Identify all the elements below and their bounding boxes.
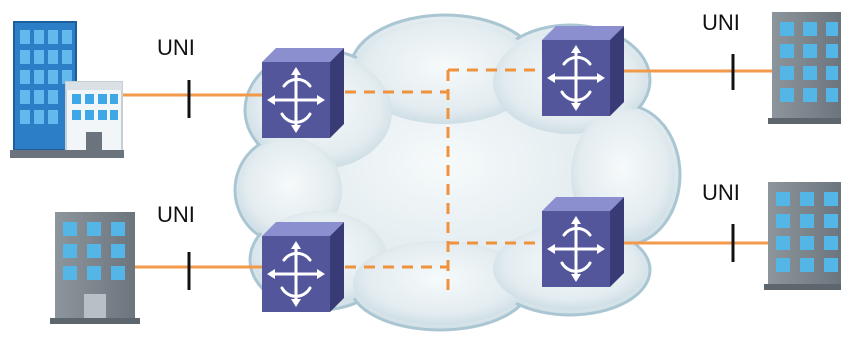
layer3-switch-icon (262, 222, 344, 312)
layer3-switch-icon (262, 48, 344, 138)
office-building-icon (50, 212, 140, 324)
office-building-icon (768, 12, 841, 124)
layer3-switch-icon (542, 197, 624, 287)
core-links (345, 68, 545, 290)
uni-label-bottom-right: UNI (702, 180, 740, 205)
uni-markers (187, 54, 735, 290)
office-building-icon (764, 182, 841, 290)
layer3-switch-icon (542, 26, 624, 116)
uni-label-top-right: UNI (702, 10, 740, 35)
office-building-icon (10, 21, 124, 158)
uni-label-bottom-left: UNI (157, 202, 195, 227)
uni-label-top-left: UNI (157, 35, 195, 60)
access-links (120, 69, 775, 269)
